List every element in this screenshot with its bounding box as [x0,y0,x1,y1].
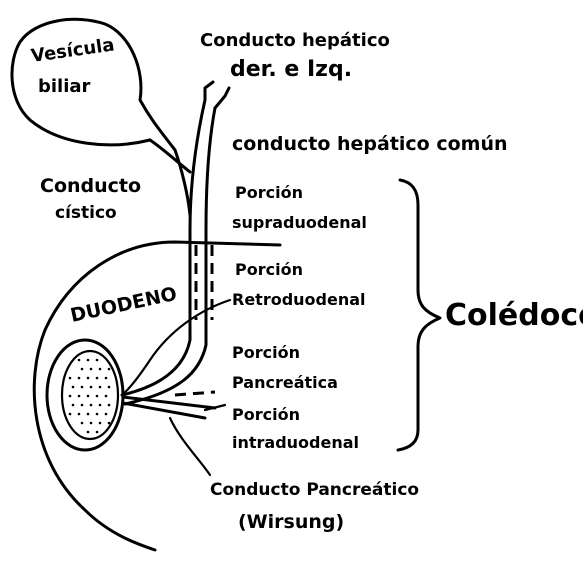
label-hepatico-der-izq-2: der. e Izq. [230,57,352,82]
papilla-dot [90,386,93,389]
papilla-dot [81,404,84,407]
papilla-dot [81,386,84,389]
papilla-dot [96,359,99,362]
papilla-dot [99,422,102,425]
papilla-dots [69,359,111,434]
papilla-dot [72,386,75,389]
papilla-dot [90,422,93,425]
papilla-dot [69,413,72,416]
bile-duct-right-wall [125,108,215,404]
label-vesicula-2: biliar [38,76,91,97]
papilla-dot [99,386,102,389]
papilla-dot [105,413,108,416]
papilla-dot [81,422,84,425]
papilla-dot [87,359,90,362]
papilla-dot [81,368,84,371]
papilla-dot [105,377,108,380]
label-wirsung-2: (Wirsung) [238,511,344,533]
papilla-dot [72,404,75,407]
papilla-dot [78,395,81,398]
papilla-dot [87,431,90,434]
papilla-dot [87,377,90,380]
papilla-dot [69,395,72,398]
papilla-dot [96,395,99,398]
papilla-dot [78,377,81,380]
duodenal-papilla-outer [47,340,123,450]
label-hepatico-comun: conducto hepático común [232,133,508,155]
papilla-dot [87,395,90,398]
papilla-dot [87,413,90,416]
label-hepatico-der-izq-1: Conducto hepático [200,30,390,51]
papilla-dot [90,404,93,407]
papilla-dot [96,431,99,434]
wirsung-pointer [170,418,210,475]
papilla-dot [78,359,81,362]
label-pancreatica-2: Pancreática [232,373,338,392]
label-coledoco: Colédoco [445,298,583,333]
label-wirsung-1: Conducto Pancreático [210,480,419,500]
label-vesicula-1: Vesícula [30,34,116,66]
papilla-dot [108,422,111,425]
papilla-dot [96,413,99,416]
papilla-dot [108,386,111,389]
label-cistico-2: cístico [55,203,117,223]
hepatic-duct-left [215,88,229,108]
label-pancreatica-1: Porción [232,343,300,362]
papilla-dot [99,404,102,407]
papilla-dot [90,368,93,371]
pancreas-edge [122,300,230,395]
label-cistico-1: Conducto [40,175,141,197]
papilla-dot [108,404,111,407]
label-retroduodenal-1: Porción [235,260,303,279]
label-duodeno: DUODENO [68,283,178,327]
pancreatic-duct-dash [175,392,215,395]
label-retroduodenal-2: Retroduodenal [232,290,366,309]
papilla-dot [78,413,81,416]
papilla-dot [99,368,102,371]
cystic-duct-lower [175,150,190,215]
papilla-dot [105,395,108,398]
label-intraduodenal-1: Porción [232,405,300,424]
papilla-dot [96,377,99,380]
papilla-dot [69,377,72,380]
hepatic-duct-right [205,82,213,100]
label-supraduodenal-2: supraduodenal [232,213,367,232]
label-intraduodenal-2: intraduodenal [232,433,359,452]
coledoco-brace [398,180,440,450]
label-supraduodenal-1: Porción [235,183,303,202]
papilla-dot [108,368,111,371]
